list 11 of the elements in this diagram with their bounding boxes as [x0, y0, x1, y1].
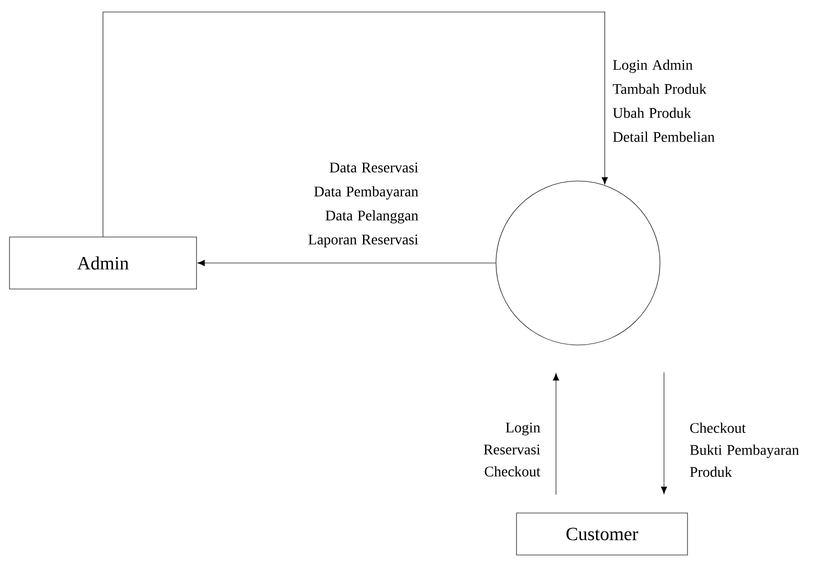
- arrow: [102, 12, 608, 237]
- entity-box: Customer: [516, 512, 688, 556]
- arrow: [552, 373, 560, 495]
- arrow: [198, 260, 496, 266]
- process-circle: [496, 180, 660, 346]
- entity-box: Admin: [9, 236, 197, 290]
- arrow: [660, 372, 668, 494]
- edge-label: Data Reservasi Data Pembayaran Data Pelanggan Laporan Reservasi: [305, 161, 420, 249]
- edge-label: Checkout Bukti Pembayaran Produk: [688, 421, 803, 478]
- edge-label: Login Admin Tambah Produk Ubah Produk Detail Pembelian: [611, 58, 718, 144]
- edge-label: Login Reservasi Checkout: [479, 421, 542, 478]
